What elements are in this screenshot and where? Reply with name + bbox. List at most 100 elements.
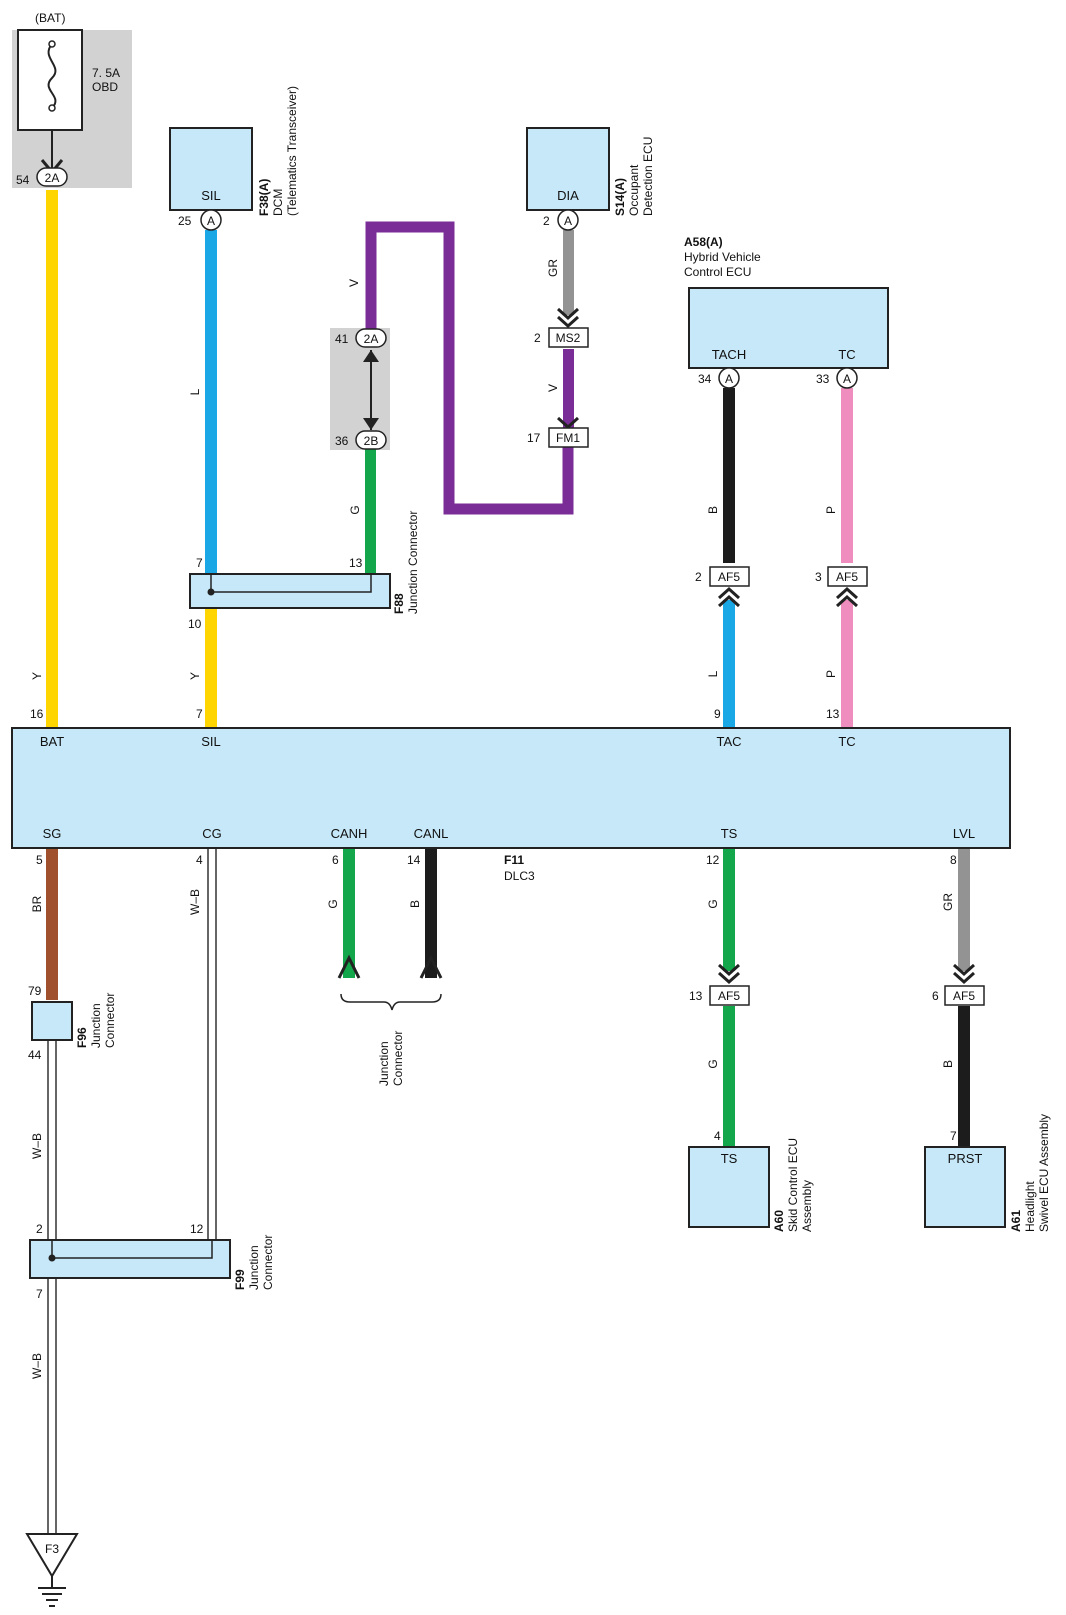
af5-tach-name: AF5: [718, 570, 740, 584]
dlc3-component: BAT SIL TAC TC 16 7 9 13 SG CG CANH CANL…: [11, 707, 1011, 883]
dlc3-term-sil: SIL: [201, 734, 221, 749]
af5-ts-name: AF5: [718, 989, 740, 1003]
fuse-element-icon: [47, 43, 57, 109]
dlc3-pin-ts: 12: [706, 853, 720, 867]
ground-f3: F3: [25, 1533, 79, 1607]
f96-box: [31, 1001, 73, 1041]
wc-lvl-upper: GR: [941, 893, 955, 911]
wire-canh: [343, 848, 355, 978]
dlc3-term-canh: CANH: [331, 826, 368, 841]
wire-tach-lower: [723, 600, 735, 730]
wire-sg: [46, 848, 58, 1000]
wire-tc-upper: [841, 388, 853, 563]
dlc3-term-canl: CANL: [414, 826, 449, 841]
af5-ts: AF5 13: [689, 963, 750, 1006]
wire-f96-lower: [47, 1039, 57, 1241]
wc-tc-lower: P: [824, 670, 838, 678]
dlc3-term-sg: SG: [43, 826, 62, 841]
headlight-terminal: PRST: [948, 1151, 983, 1166]
dlc3-pin-canh: 6: [332, 853, 339, 867]
wc-ts-lower: G: [706, 1059, 720, 1068]
af5-ts-arrow-icon: [717, 963, 741, 985]
f96-name2: Connector: [103, 993, 117, 1048]
af5-tc: AF5 3: [815, 566, 868, 608]
canl-arrow-icon: [419, 954, 443, 979]
dlc3-pin-sil: 7: [196, 707, 203, 721]
wc-canl: B: [408, 900, 422, 908]
af5-lvl-name: AF5: [953, 989, 975, 1003]
hv-box: [688, 287, 889, 369]
f88-bus: [210, 574, 372, 593]
skid-pin: 4: [714, 1129, 721, 1143]
jc2a-pin: 41: [335, 332, 349, 346]
f88-pin-right-top: 13: [349, 556, 363, 570]
f99-pin-left: 2: [36, 1222, 43, 1236]
f99-pin-bottom: 7: [36, 1287, 43, 1301]
fuse-connector: [36, 167, 68, 187]
af5-ts-pin: 13: [689, 989, 703, 1003]
hv-term2: TC: [838, 347, 855, 362]
fm1-arrow-icon: [556, 416, 580, 430]
wc-lvl-lower: B: [941, 1060, 955, 1068]
fm1-pin: 17: [527, 431, 541, 445]
af5-lvl: AF5 6: [932, 963, 985, 1006]
wc-f99-lower: W–B: [30, 1353, 44, 1379]
headlight-box: [924, 1146, 1006, 1228]
wire-cg: [207, 847, 217, 1241]
f88-junction: 7 13 10 F88 Junction Connector: [188, 511, 420, 631]
wc-tc-upper: P: [824, 506, 838, 514]
wire-tach-upper: [723, 388, 735, 563]
jc-up-arrow-icon: [363, 350, 379, 362]
occupant-name: Occupant: [627, 164, 641, 216]
wire-tc-lower: [841, 600, 853, 730]
af5-tc-name: AF5: [836, 570, 858, 584]
occupant-ecu: DIA A 2 S14(A) Occupant Detection ECU: [526, 127, 655, 231]
wire-ts-upper: [723, 848, 735, 971]
fuse-obd: (BAT) 7. 5A OBD 54 2A: [16, 11, 120, 187]
hv-name: Hybrid Vehicle: [684, 250, 761, 264]
occupant-connector-label: A: [564, 214, 572, 228]
af5-tc-pin: 3: [815, 570, 822, 584]
wc-dcm-upper: L: [188, 388, 202, 395]
wc-v-upper: V: [347, 279, 361, 287]
wire-dcm-lower: [205, 608, 217, 730]
dcm-connector-label: A: [207, 214, 215, 228]
f96-pin-top: 79: [28, 984, 42, 998]
dcm-terminal: SIL: [201, 188, 221, 203]
wire-v-loop: [365, 221, 574, 515]
hv-name2: Control ECU: [684, 265, 751, 279]
wire-lvl-lower: [958, 1006, 970, 1147]
dlc3-pin-tac: 9: [714, 707, 721, 721]
ground-symbol-icon: [25, 1533, 79, 1578]
skid-box: [688, 1146, 770, 1228]
dlc3-pin-sg: 5: [36, 853, 43, 867]
skid-ecu: TS 4 A60 Skid Control ECU Assembly: [688, 1129, 814, 1232]
fuse-pin: 54: [16, 173, 30, 187]
skid-ref: A60: [772, 1210, 786, 1232]
wire-gr-occ: [563, 230, 574, 315]
headlight-name: Headlight: [1023, 1181, 1037, 1232]
dlc3-pin-lvl: 8: [950, 853, 957, 867]
hv-connector1-label: A: [725, 372, 733, 386]
dcm-ref: F38(A): [257, 179, 271, 216]
jc-shade: [330, 328, 390, 450]
dlc3-term-tac: TAC: [716, 734, 741, 749]
wc-canh: G: [326, 899, 340, 908]
occupant-ref: S14(A): [613, 178, 627, 216]
f99-ref: F99: [233, 1269, 247, 1290]
occupant-terminal: DIA: [557, 188, 579, 203]
wire-bat: [46, 190, 58, 730]
wc-v-ms2: V: [546, 384, 560, 392]
can-brace: [340, 993, 442, 1011]
wc-gr-occ: GR: [546, 259, 560, 277]
ms2-pin: 2: [534, 331, 541, 345]
jc2b-connector: [355, 430, 387, 450]
hv-ref: A58(A): [684, 235, 723, 249]
dcm-component: SIL A 25 F38(A) DCM (Telematics Transcei…: [169, 86, 299, 231]
af5-tach-arrow-icon: [717, 586, 741, 608]
canh-arrow-icon: [337, 954, 361, 979]
can-jc-name: Junction: [377, 1041, 391, 1086]
jc2a-connector: [355, 328, 387, 348]
f96-ref: F96: [75, 1027, 89, 1048]
dlc3-pin-bat: 16: [30, 707, 44, 721]
